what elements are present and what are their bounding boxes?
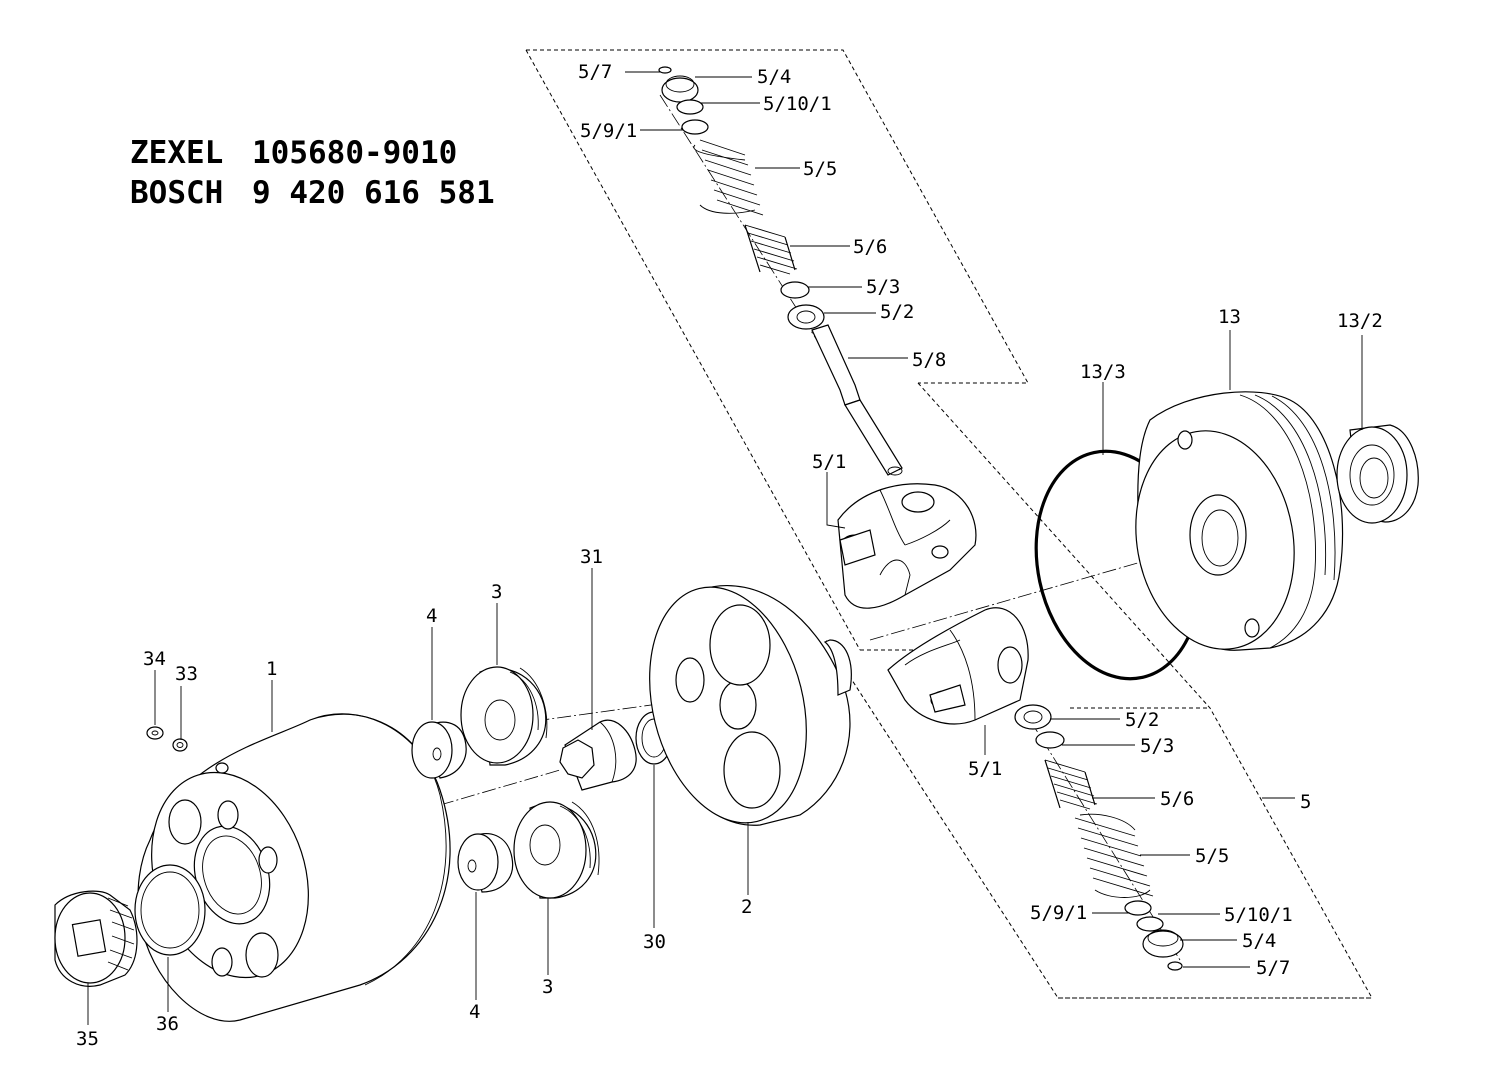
label-5-6-top: 5/6 (853, 236, 887, 258)
cap-5-4-bottom (1142, 929, 1184, 958)
shim-5-10-1-bottom (1136, 916, 1164, 932)
cover-part-13 (1135, 391, 1344, 651)
valve-stack-top (658, 66, 903, 476)
leader-lines (87, 71, 1363, 1025)
plug-part-3-bottom (513, 801, 600, 899)
spring-5-5-top (693, 139, 764, 216)
disk-part-2 (649, 585, 852, 826)
label-1: 1 (266, 658, 277, 680)
washer-5-9-1-bottom (1124, 900, 1152, 916)
label-3-bottom: 3 (542, 976, 553, 998)
label-5-1-top: 5/1 (812, 451, 846, 473)
label-5-2-bottom: 5/2 (1125, 709, 1159, 731)
washer-5-9-1-top (681, 119, 709, 135)
spring-5-6-bottom (1044, 759, 1098, 810)
label-5-5-top: 5/5 (803, 158, 837, 180)
label-13: 13 (1218, 306, 1241, 328)
label-35: 35 (76, 1028, 99, 1050)
plug-part-4-top (411, 721, 467, 779)
label-5-4-top: 5/4 (757, 66, 791, 88)
label-5-3-top: 5/3 (866, 276, 900, 298)
header-brand-bosch: BOSCH (130, 175, 223, 211)
label-33: 33 (175, 663, 198, 685)
label-4-bottom: 4 (469, 1001, 480, 1023)
label-5: 5 (1300, 791, 1311, 813)
label-3-top: 3 (491, 581, 502, 603)
label-5-6-bottom: 5/6 (1160, 788, 1194, 810)
circlip-5-7-bottom (1167, 961, 1183, 971)
label-30: 30 (643, 931, 666, 953)
plug-part-35 (54, 890, 138, 987)
label-5-5-bottom: 5/5 (1195, 845, 1229, 867)
header-number-bosch: 9 420 616 581 (252, 175, 495, 211)
seat-5-3-top (780, 281, 810, 299)
block-part-5-1-top (837, 483, 977, 609)
o-ring-part-36 (134, 864, 206, 956)
label-5-3-bottom: 5/3 (1140, 735, 1174, 757)
label-4-top: 4 (426, 605, 437, 627)
callout-labels: 5/7 5/4 5/10/1 5/9/1 5/5 5/6 5/3 5/2 5/8… (76, 61, 1383, 1050)
washer-part-33 (172, 738, 188, 752)
stem-5-8 (811, 324, 903, 476)
label-5-8: 5/8 (912, 349, 946, 371)
plug-part-4-bottom (457, 833, 514, 893)
plug-part-3-top (460, 666, 548, 766)
label-5-7-top: 5/7 (578, 61, 612, 83)
label-5-10-1-bottom: 5/10/1 (1224, 904, 1293, 926)
valve-5-2-top (787, 304, 825, 330)
assembly-5-boundary (525, 49, 1373, 999)
label-5-9-1-bottom: 5/9/1 (1030, 902, 1087, 924)
header-number-zexel: 105680-9010 (252, 135, 457, 171)
bearing-part-13-2 (1336, 424, 1419, 524)
label-36: 36 (156, 1013, 179, 1035)
spring-5-5-bottom (1074, 813, 1154, 898)
block-part-5-1-bottom (887, 607, 1029, 725)
cap-5-4-top (661, 75, 699, 103)
seat-5-3-bottom (1035, 731, 1065, 749)
screw-part-34 (146, 726, 164, 740)
label-5-10-1-top: 5/10/1 (763, 93, 832, 115)
circlip-5-7-top (658, 66, 672, 74)
label-2: 2 (741, 896, 752, 918)
label-34: 34 (143, 648, 166, 670)
label-13-2: 13/2 (1337, 310, 1383, 332)
valve-5-2-bottom (1014, 704, 1052, 730)
label-5-1-bottom: 5/1 (968, 758, 1002, 780)
fitting-part-31 (559, 719, 637, 791)
valve-stack-bottom (1014, 704, 1184, 971)
label-5-4-bottom: 5/4 (1242, 930, 1276, 952)
label-5-9-1-top: 5/9/1 (580, 120, 637, 142)
header-brand-zexel: ZEXEL (130, 135, 223, 171)
label-31: 31 (580, 546, 603, 568)
label-5-7-bottom: 5/7 (1256, 957, 1290, 979)
label-13-3: 13/3 (1080, 361, 1126, 383)
shim-5-10-1-top (676, 99, 704, 115)
spring-5-6-top (744, 224, 798, 275)
label-5-2-top: 5/2 (880, 301, 914, 323)
